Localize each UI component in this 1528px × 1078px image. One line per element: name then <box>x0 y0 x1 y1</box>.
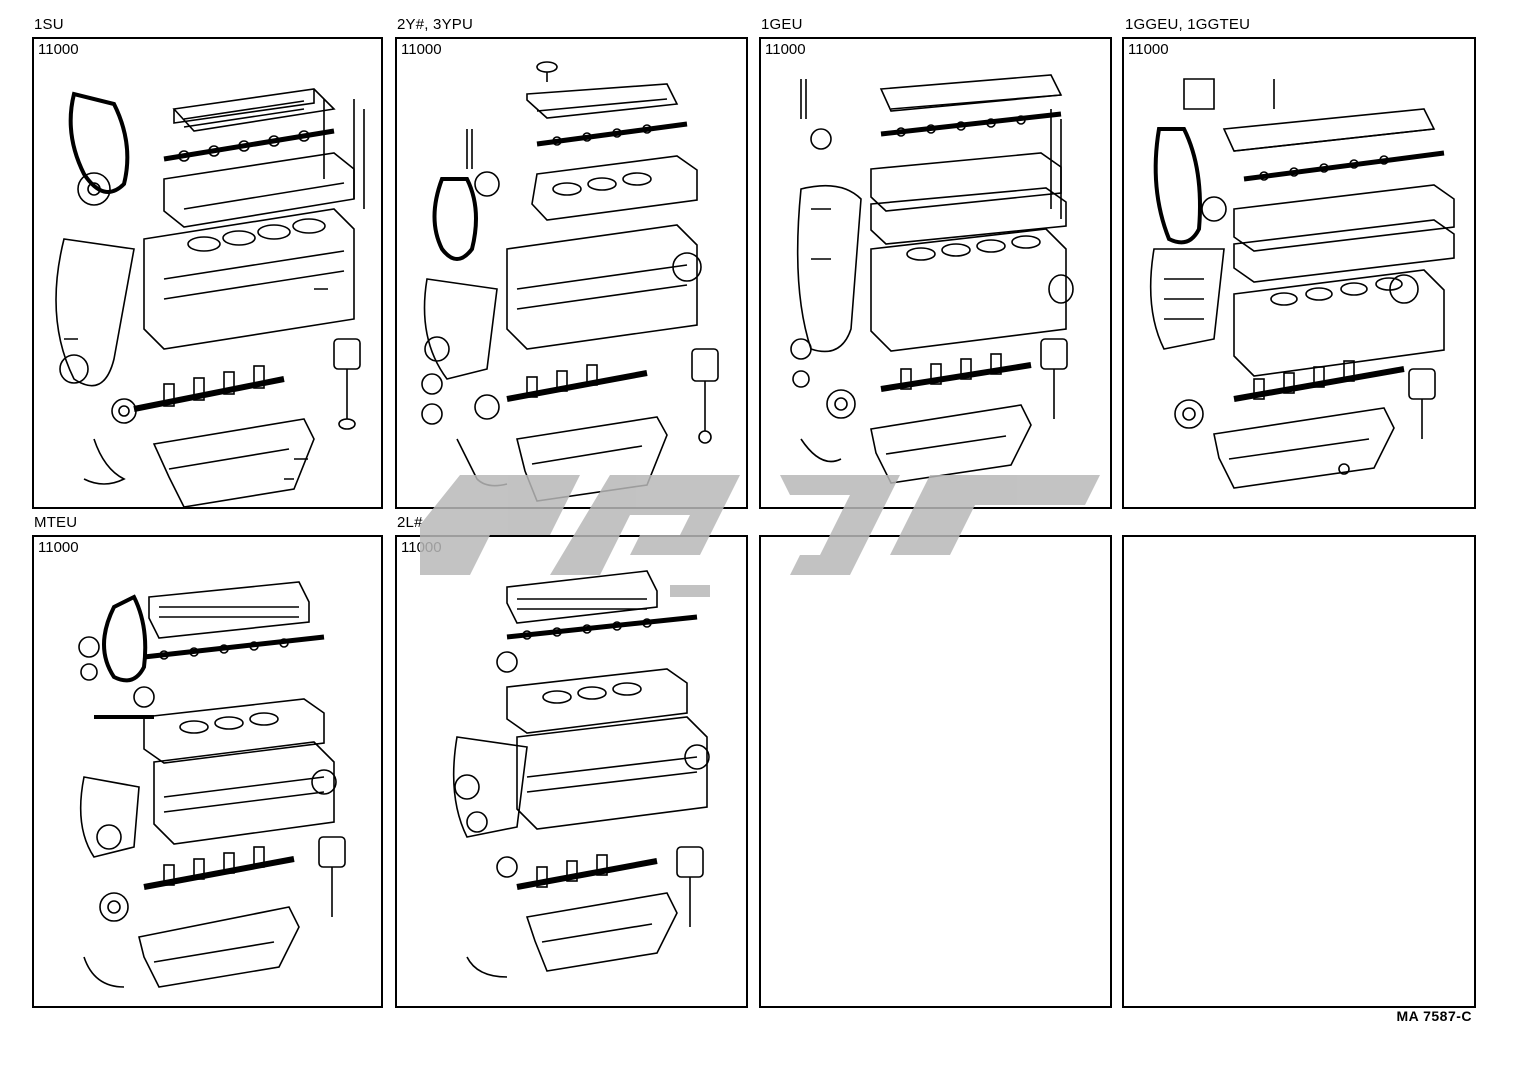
engine-panel-1geu[interactable]: 11000 <box>759 37 1112 509</box>
panel-title-2l: 2L# <box>397 514 423 531</box>
exploded-engine-diagram-icon <box>421 61 719 502</box>
engine-panel-2y-3ypu[interactable]: 11000 <box>395 37 748 509</box>
exploded-engine-diagram-icon <box>55 88 365 507</box>
engine-panel-mteu[interactable]: 11000 <box>32 535 383 1008</box>
panel-title-1geu: 1GEU <box>761 16 803 33</box>
empty-panel-8 <box>1122 535 1476 1008</box>
part-code: 11000 <box>401 41 442 58</box>
part-code: 11000 <box>38 41 79 58</box>
exploded-engine-diagram-icon <box>78 581 346 988</box>
part-code: 11000 <box>38 539 79 556</box>
empty-panel-7 <box>759 535 1112 1008</box>
engine-panel-1ggeu-1ggteu[interactable]: 11000 <box>1122 37 1476 509</box>
part-code: 11000 <box>1128 41 1169 58</box>
exploded-engine-diagram-icon <box>1149 78 1455 489</box>
engine-panel-2l[interactable]: 11000 <box>395 535 748 1008</box>
engine-panel-1su[interactable]: 11000 <box>32 37 383 509</box>
panel-title-2y-3ypu: 2Y#, 3YPU <box>397 16 474 33</box>
panel-title-1su: 1SU <box>34 16 64 33</box>
exploded-engine-diagram-icon <box>452 570 710 978</box>
panel-title-mteu: MTEU <box>34 514 78 531</box>
exploded-engine-diagram-icon <box>790 74 1074 484</box>
panel-title-1ggeu-1ggteu: 1GGEU, 1GGTEU <box>1125 16 1251 33</box>
document-reference: MA 7587-C <box>1396 1008 1472 1024</box>
part-code: 11000 <box>765 41 806 58</box>
